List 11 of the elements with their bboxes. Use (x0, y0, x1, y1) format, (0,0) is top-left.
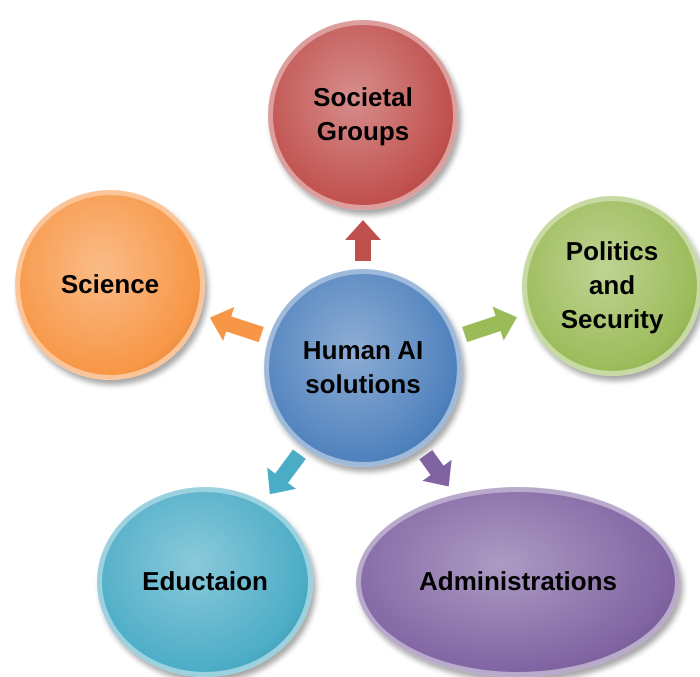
block-arrow (345, 220, 381, 261)
block-arrow (267, 449, 306, 494)
node-label: Societal Groups (312, 81, 414, 148)
node-label: Human AI solutions (302, 334, 424, 401)
block-arrow (210, 306, 264, 342)
node-label: Politics and Security (560, 235, 664, 336)
node-label: Eductaion (142, 565, 268, 598)
block-arrow (419, 450, 452, 486)
block-arrow (462, 306, 517, 342)
node-label: Administrations (419, 565, 617, 598)
node-label: Science (60, 268, 160, 302)
